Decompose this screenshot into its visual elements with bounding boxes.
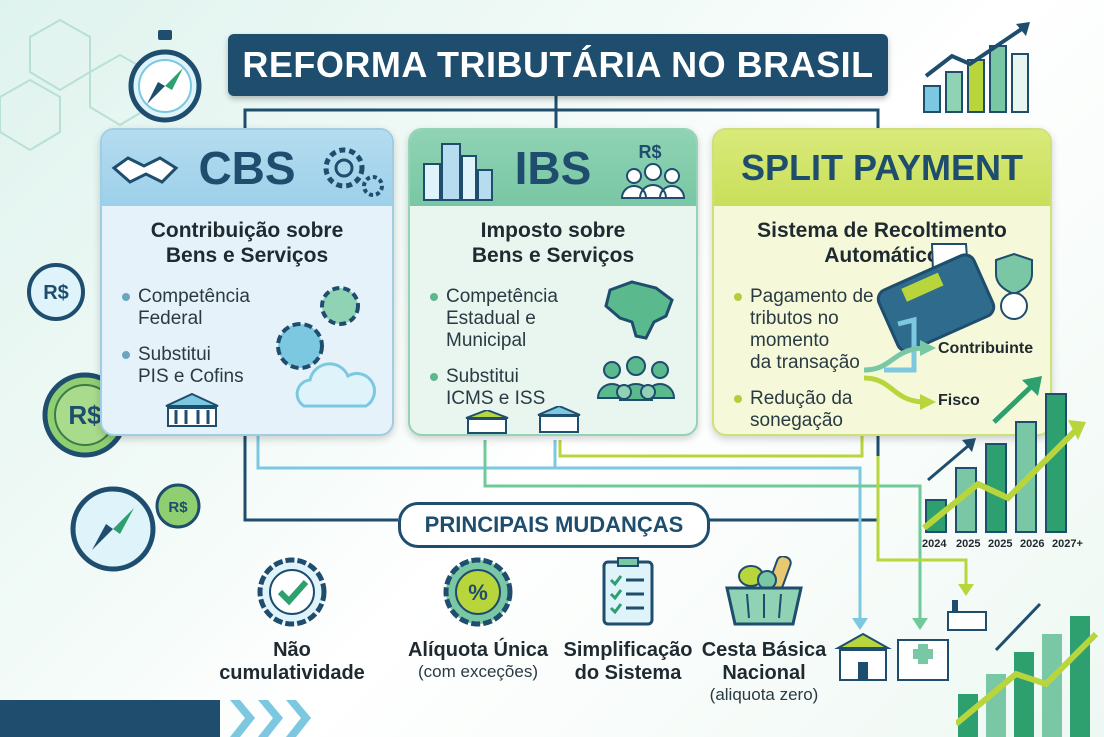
cbs-subtitle: Contribuição sobre Bens e Serviços — [150, 219, 344, 267]
hospital-icon — [897, 639, 949, 681]
year-label: 2024 — [922, 538, 947, 550]
compass-icon — [70, 486, 156, 572]
checkmark-badge-icon — [257, 557, 327, 627]
change-item: Não cumulatividade — [212, 556, 372, 685]
flow-label-contribuinte: Contribuinte — [938, 340, 1034, 357]
growth-bar-chart — [956, 602, 1099, 737]
growth-arrow-icon — [992, 376, 1042, 424]
growth-chart-icon — [923, 22, 1030, 113]
factory-icon — [947, 600, 987, 631]
section-label: PRINCIPAIS MUDANÇAS — [398, 502, 710, 548]
split-payment-subtitle: Sistema de Recoltimento Automático — [757, 219, 1007, 267]
ibs-heading: IBS — [514, 142, 592, 194]
change-item: Simplificação do Sistema — [548, 556, 708, 685]
coin-icon: R$ — [155, 483, 201, 529]
coin-icon: R$ — [27, 263, 85, 321]
grocery-basket-icon — [725, 555, 803, 626]
svg-text:%: % — [468, 580, 488, 605]
brazil-map-icon — [604, 280, 674, 340]
svg-text:R$: R$ — [43, 282, 69, 304]
checklist-icon — [602, 557, 654, 626]
ibs-header: IBS R$ — [410, 130, 696, 206]
change-item: Cesta Básica Nacional (aliquota zero) — [684, 555, 844, 705]
flow-label-fisco: Fisco — [938, 392, 980, 409]
growth-bar-chart — [922, 393, 1086, 533]
svg-text:R$: R$ — [638, 142, 661, 162]
gears-cloud-icon — [276, 286, 376, 408]
government-building-icon — [537, 406, 581, 433]
year-label: 2025 — [988, 538, 1013, 550]
page-title: REFORMA TRIBUTÁRIA NO BRASIL — [228, 34, 888, 96]
split-payment-card: SPLIT PAYMENT Sistema de Recoltimento Au… — [712, 128, 1052, 436]
cbs-header: CBS — [102, 130, 392, 206]
city-buildings-icon — [423, 143, 493, 201]
split-payment-header: SPLIT PAYMENT — [714, 130, 1050, 206]
svg-text:R$: R$ — [68, 400, 102, 430]
chevron-pattern — [0, 700, 311, 737]
people-currency-icon: R$ — [620, 142, 686, 199]
change-item: % Alíquota Única (com exceções) — [398, 556, 558, 682]
cbs-card: CBS Contribuição sobre Bens e Serviços C… — [100, 128, 394, 436]
payment-terminal-icon — [876, 243, 1033, 373]
government-building-icon — [165, 392, 219, 427]
percent-badge-icon: % — [443, 557, 513, 627]
svg-text:R$: R$ — [168, 499, 188, 516]
year-label: 2025 — [956, 538, 981, 550]
flow-arrows-icon — [863, 340, 936, 410]
ibs-subtitle: Imposto sobre Bens e Serviços — [471, 219, 635, 267]
ibs-card: IBS R$ Imposto sobre Bens e Serviços Com… — [408, 128, 698, 436]
compass-icon — [128, 30, 202, 123]
people-group-icon — [596, 356, 676, 401]
town-hall-icon — [834, 632, 892, 681]
year-label: 2027+ — [1052, 538, 1083, 550]
handshake-icon — [111, 156, 179, 184]
year-label: 2026 — [1020, 538, 1045, 550]
gears-icon — [323, 147, 384, 197]
cbs-heading: CBS — [198, 142, 296, 194]
town-hall-icon — [465, 410, 509, 434]
